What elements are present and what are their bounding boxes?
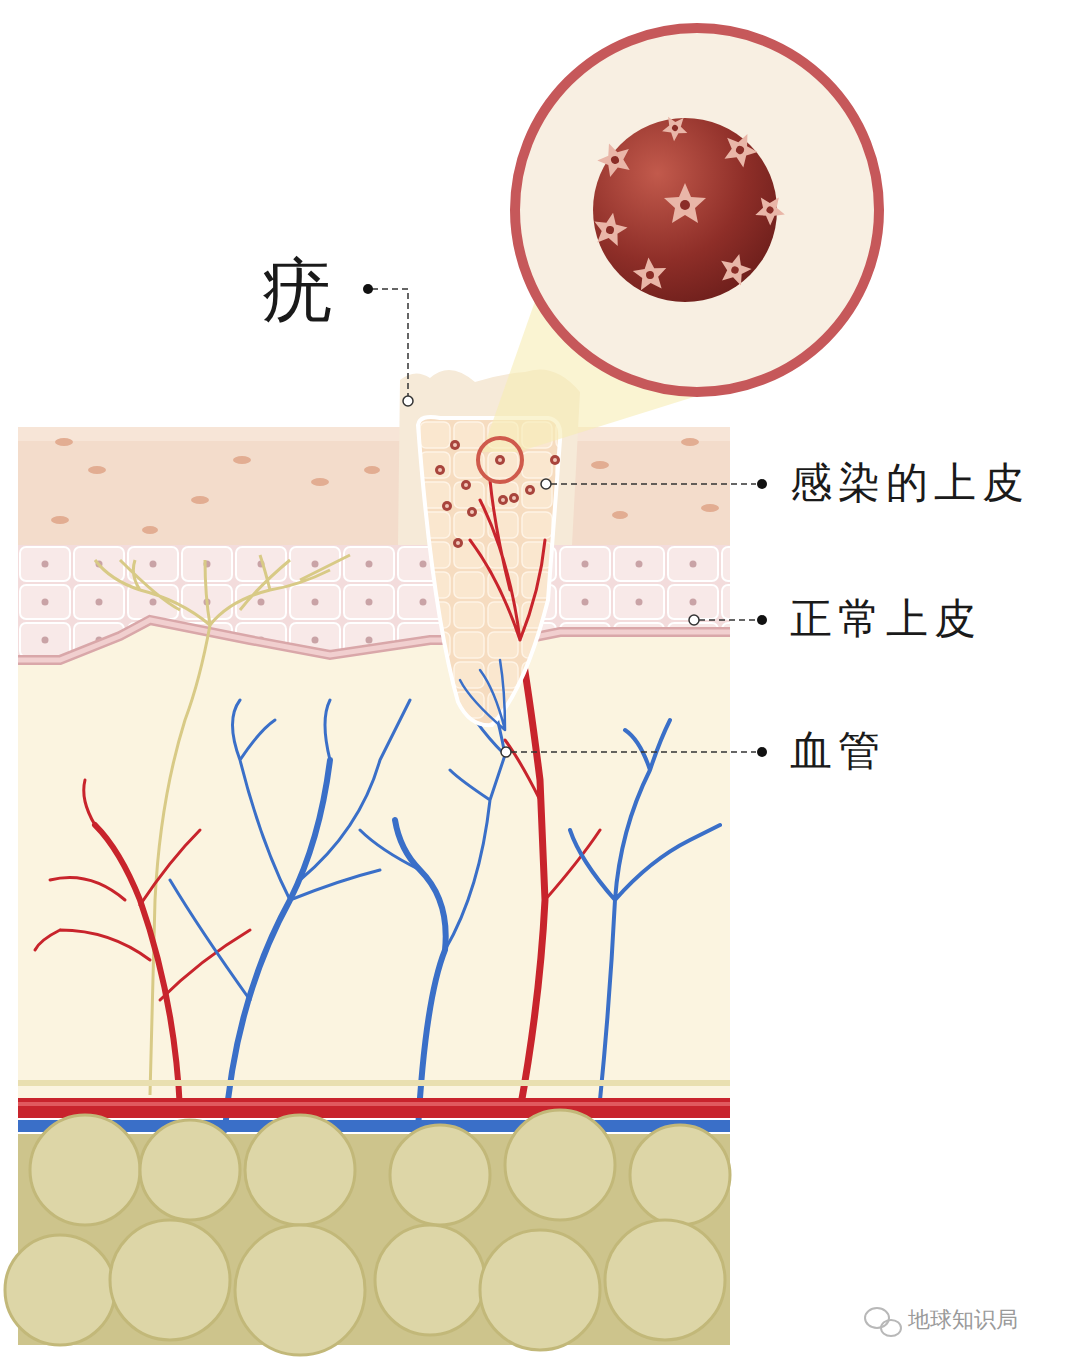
part-label: 血管 [790, 728, 886, 774]
part-label: 感染的上皮 [790, 460, 1030, 506]
watermark: 地球知识局 [908, 1308, 1018, 1332]
part-label: 正常上皮 [790, 596, 982, 642]
wart-title-label: 疣 [262, 252, 332, 329]
